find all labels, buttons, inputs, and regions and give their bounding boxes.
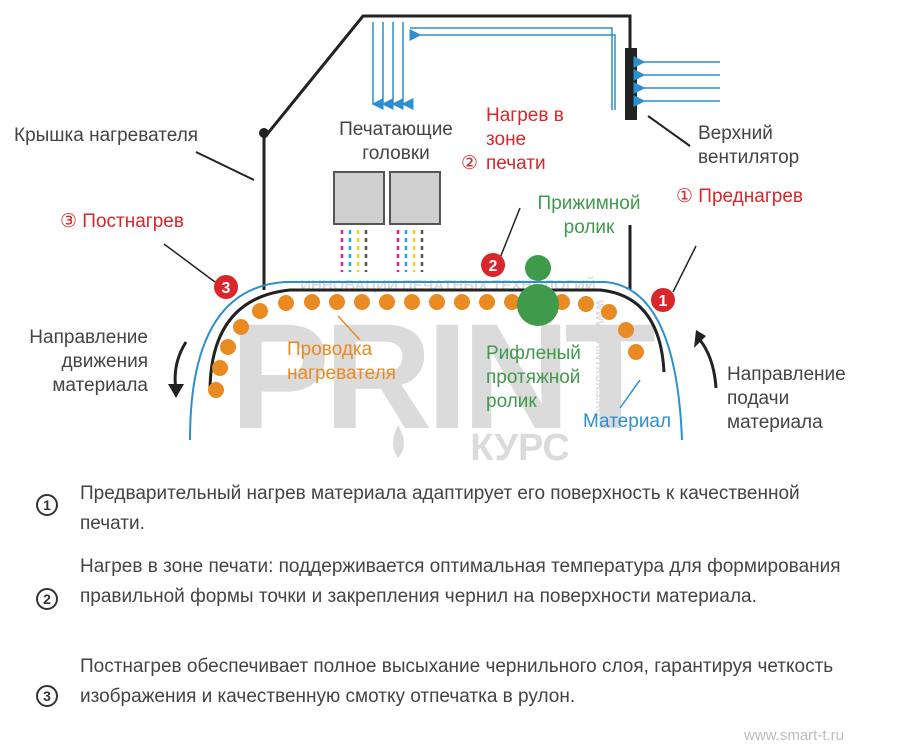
print-heads-label: Печатающие головки — [339, 119, 453, 164]
watermark-sub-text: КУРС — [470, 427, 570, 469]
grit-roller — [517, 284, 559, 326]
print-heads — [333, 171, 441, 225]
feed-direction-arrowhead — [694, 330, 706, 348]
preheat-pointer-line — [672, 245, 697, 293]
grit-roller-label: Рифленый протяжной ролик — [486, 343, 581, 412]
marker-preheat-num: 1 — [659, 293, 668, 310]
note-2-text: Нагрев в зоне печати: поддерживается опт… — [80, 556, 841, 607]
marker-postheat: 3 — [214, 275, 238, 299]
marker-postheat-num: 3 — [222, 280, 231, 297]
note-2-number: 2 — [36, 588, 58, 610]
watermark-side-text: WWW.PRINTKURS.RU — [593, 300, 605, 417]
media-label: Материал — [583, 411, 672, 432]
note-3-text: Постнагрев обеспечивает полное высыхание… — [80, 656, 834, 707]
ink-droplets — [340, 230, 424, 272]
heater-wiring-label: Проводка нагревателя — [287, 339, 396, 384]
top-fan — [625, 48, 637, 120]
postheat-pointer-line — [163, 243, 216, 283]
media-path — [189, 281, 683, 441]
heater-cover-label: Крышка нагревателя — [14, 125, 199, 146]
note-1-number: 1 — [36, 494, 58, 516]
note-1-text: Предварительный нагрев материала адаптир… — [80, 483, 800, 534]
cover-pointer-line — [195, 151, 255, 181]
platen — [208, 288, 666, 389]
marker-printzone-num: 2 — [489, 258, 498, 275]
wiring-pointer-line — [337, 315, 361, 341]
feed-direction-arrow — [698, 339, 718, 389]
print-zone-number: ② — [461, 153, 479, 174]
watermark-drop-icon — [393, 425, 404, 458]
pinch-roller — [525, 255, 551, 281]
watermark-main-text: PRINT — [230, 292, 655, 460]
preheat-label: ① Преднагрев — [676, 186, 803, 207]
media-direction-label: Направление движения материала — [29, 327, 148, 396]
print-zone-heating-label: Нагрев в зоне печати — [486, 105, 564, 174]
printzone-pointer-line — [499, 207, 521, 259]
feed-direction-label: Направление подачи материала — [727, 364, 846, 433]
fan-airflow — [633, 56, 720, 107]
media-pointer-line — [619, 379, 641, 409]
top-fan-label: Верхний вентилятор — [698, 123, 800, 168]
print-head-left — [333, 171, 385, 225]
footer-url: www.smart-t.ru — [744, 727, 845, 744]
heater-wiring — [208, 294, 644, 398]
marker-preheat: 1 — [651, 288, 675, 312]
watermark: ИННОВАЦИИ ПЕЧАТНЫХ ТЕХНОЛОГИЙ PRINT КУРС… — [230, 276, 661, 469]
marker-printzone: 2 — [481, 253, 505, 277]
postheat-label: ③ Постнагрев — [60, 211, 184, 232]
note-3-number: 3 — [36, 685, 58, 707]
media-direction-arrowhead — [168, 384, 184, 398]
media-direction-arrow — [173, 341, 188, 391]
fan-pointer-line — [647, 115, 691, 147]
cover-hinge — [259, 128, 269, 138]
print-head-right — [389, 171, 441, 225]
pinch-roller-label: Прижимной ролик — [537, 193, 641, 238]
internal-airflow — [371, 22, 616, 110]
